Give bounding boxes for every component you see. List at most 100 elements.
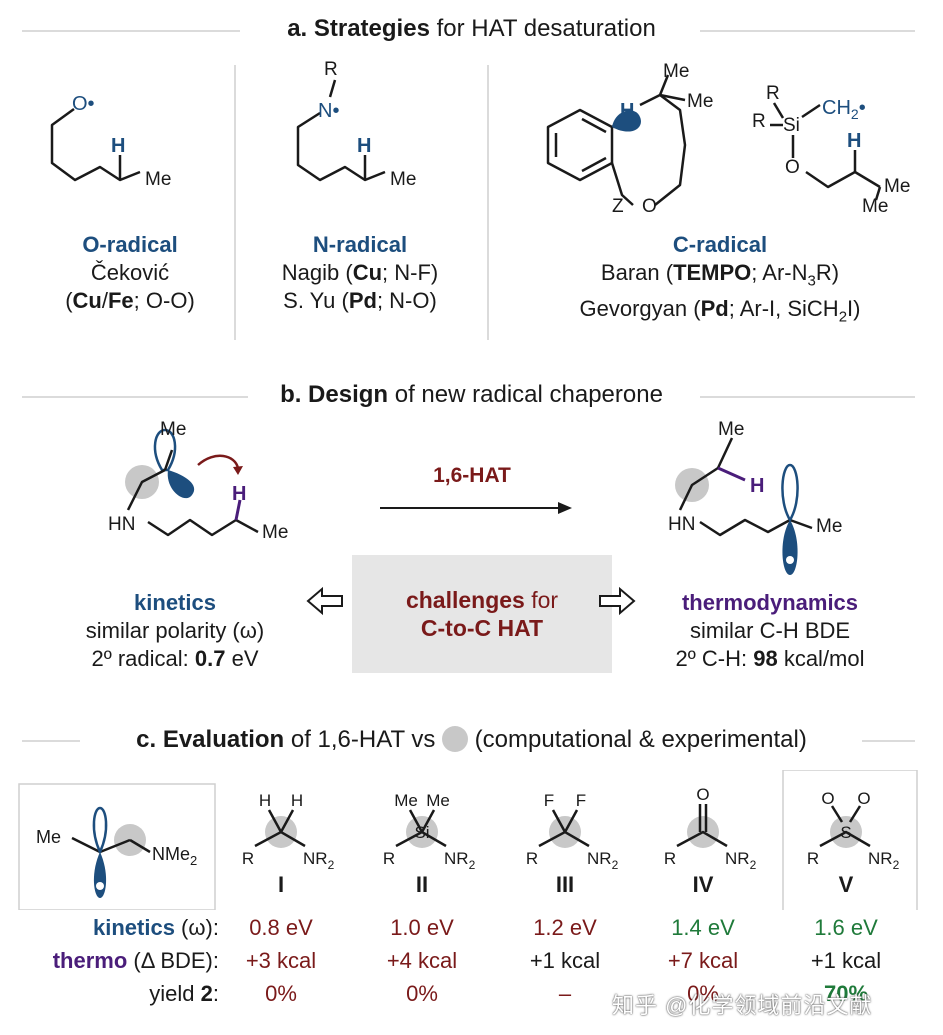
r-group: R [752, 111, 766, 132]
bond-line [420, 809, 436, 833]
nr2-group: NR2 [868, 849, 900, 872]
o-atom: O [642, 196, 657, 217]
gray-circle-icon [442, 726, 469, 752]
kinetics-value: 1.4 eV [671, 915, 735, 940]
o-atom: O [785, 157, 800, 178]
h-atom: H [111, 135, 125, 157]
thermo-value: +7 kcal [667, 948, 739, 973]
me-group: Me [663, 61, 689, 82]
r-group: R [324, 59, 338, 80]
ch2-radical: CH2• [822, 97, 866, 122]
kinetics-value: 1.6 eV [814, 915, 878, 940]
compound-id: II [415, 872, 429, 897]
thermo-value: +3 kcal [245, 948, 317, 973]
thermo-value: +1 kcal [529, 948, 601, 973]
nr2-group: NR2 [444, 849, 476, 872]
nr2-group: NR2 [303, 849, 335, 872]
yield-value: – [558, 981, 572, 1006]
me-group: Me [718, 419, 744, 440]
left-arrow-icon [306, 586, 343, 616]
orbital-lobe-icon [782, 520, 798, 575]
compound-id: I [277, 872, 285, 897]
orbital-lobe-icon [781, 463, 799, 523]
r-group: R [807, 849, 819, 868]
hn-atom: HN [108, 514, 135, 535]
section-a-structures: O• H Me R N• H Me H Me Me Z O R R Si CH2… [50, 59, 910, 217]
bond-line [676, 830, 728, 848]
yield-row-label: yield 2: [149, 981, 219, 1006]
compound-id: III [555, 872, 575, 897]
h-atom: H [620, 100, 634, 122]
kinetics-row-label: kinetics (ω): [93, 915, 219, 940]
substituent-label: H [259, 791, 271, 810]
bond-line [551, 809, 567, 833]
yield-value: 0% [406, 981, 438, 1006]
section-b-header: b. Design of new radical chaperone [280, 381, 663, 408]
section-a-header: a. Strategies for HAT desaturation [287, 15, 656, 42]
h-atom: H [847, 130, 861, 152]
me-group: Me [160, 419, 186, 440]
kinetics-value: 1.2 eV [533, 915, 597, 940]
substituent-label: O [696, 785, 709, 804]
n-radical-label: N-radical Nagib (Cu; N-F) S. Yu (Pd; N-O… [281, 232, 439, 313]
nr2-group: NR2 [587, 849, 619, 872]
r-group: R [766, 83, 780, 104]
kinetics-value: 0.8 eV [249, 915, 313, 940]
orbital-lobe-icon [153, 428, 177, 472]
bond-line [830, 805, 844, 823]
bond-line [819, 830, 871, 848]
challenges-label: challenges for C-to-C HAT [405, 587, 559, 641]
yield-value: 0% [265, 981, 297, 1006]
z-atom: Z [612, 196, 624, 217]
orbital-lobe-icon [167, 470, 195, 499]
me-group: Me [390, 169, 416, 190]
r-group: R [242, 849, 254, 868]
bond-line [848, 805, 862, 823]
bond-line [267, 809, 283, 833]
substituent-label: F [576, 791, 586, 810]
c-radical-label: C-radical Baran (TEMPO; Ar-N3R) Gevorgya… [579, 232, 861, 326]
substituent-label: H [291, 791, 303, 810]
n-radical-atom: N• [318, 100, 339, 122]
h-atom: H [750, 475, 764, 497]
right-arrow-icon [599, 586, 636, 616]
yield-value: 70% [823, 981, 869, 1006]
r-group: R [526, 849, 538, 868]
hat-arrow-label: 1,6-HAT [433, 464, 511, 487]
hollow-arrows [306, 586, 636, 616]
r-group: R [383, 849, 395, 868]
r-group: R [664, 849, 676, 868]
thermo-value: +1 kcal [810, 948, 882, 973]
nr2-group: NR2 [725, 849, 757, 872]
compound-id: V [838, 872, 854, 897]
nme2-group: NMe2 [152, 844, 197, 868]
kinetics-label: kinetics similar polarity (ω) 2º radical… [85, 590, 265, 671]
me-group: Me [862, 196, 888, 217]
substituent-label: O [821, 789, 834, 808]
h-atom: H [357, 135, 371, 157]
me-group: Me [145, 169, 171, 190]
orbital-lobe-icon [92, 806, 108, 856]
o-radical-label: O-radical Čeković (Cu/Fe; O-O) [65, 232, 195, 313]
me-group: Me [687, 91, 713, 112]
substituent-label: Me [426, 791, 450, 810]
o-radical-atom: O• [72, 93, 95, 115]
substituent-label: O [857, 789, 870, 808]
section-b-structures: Me H HN Me 1,6-HAT Me H HN Me [108, 419, 842, 575]
bond-line [563, 809, 579, 833]
me-group: Me [36, 827, 61, 847]
me-group: Me [262, 522, 288, 543]
watermark: 知乎 @化学领域前沿文献 [612, 993, 873, 1018]
orbital-lobe-icon [612, 110, 641, 132]
challenges-box [352, 555, 612, 673]
thermodynamics-label: thermodynamics similar C-H BDE 2º C-H: 9… [675, 590, 865, 671]
orbital-lobe-icon [93, 852, 107, 898]
h-atom: H [232, 483, 246, 505]
center-atom: Si [414, 823, 429, 842]
center-atom: S [840, 823, 851, 842]
kinetics-value: 1.0 eV [390, 915, 454, 940]
thermo-value: +4 kcal [386, 948, 458, 973]
bond-line [279, 809, 295, 833]
